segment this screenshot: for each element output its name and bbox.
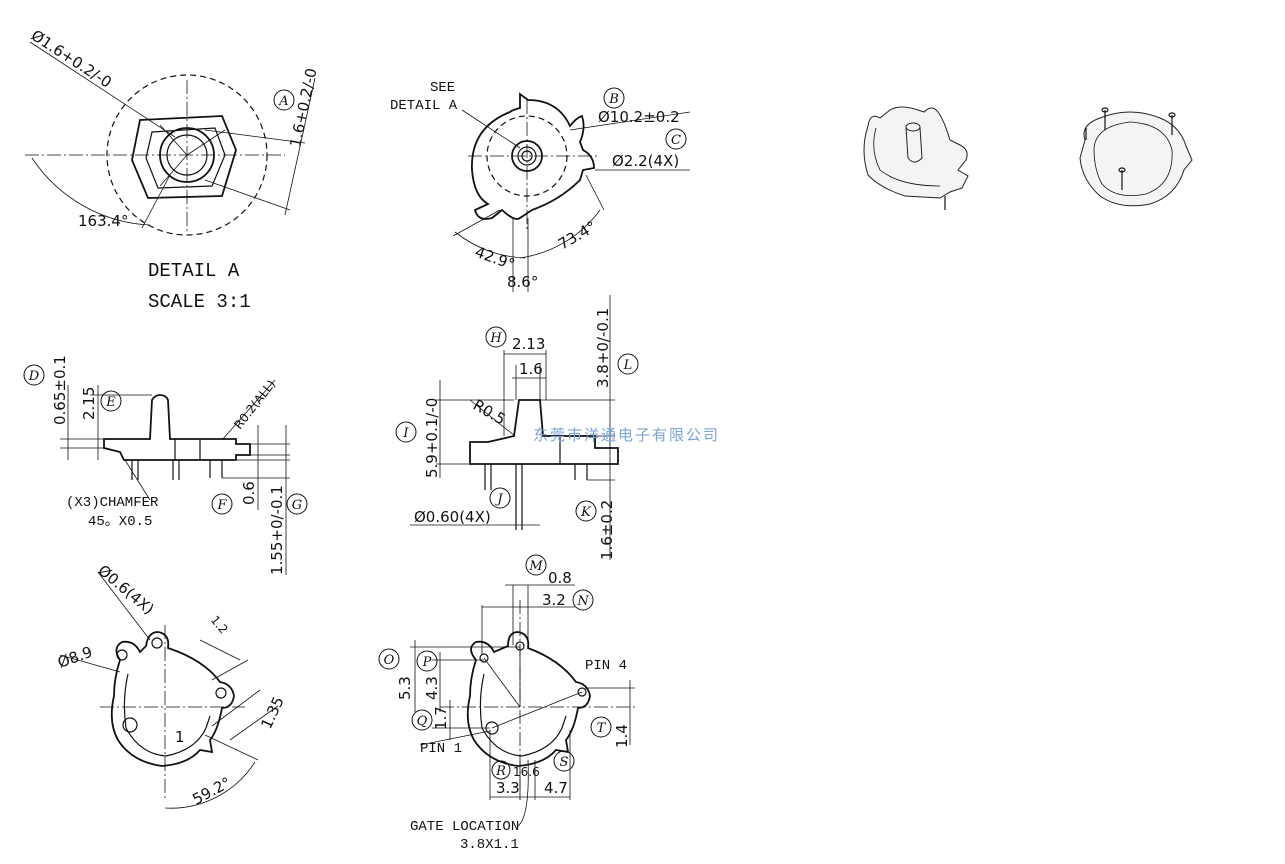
callout-m: M bbox=[528, 559, 543, 574]
callout-d: D bbox=[28, 369, 40, 384]
dim-s: 4.7 bbox=[544, 779, 568, 797]
dim-pin-left: Ø0.6(4X) bbox=[94, 561, 157, 618]
gate-size-label: 3.8X1.1 bbox=[460, 837, 519, 853]
detail-a-angle: 163.4° bbox=[78, 212, 128, 230]
dim-c: Ø2.2(4X) bbox=[612, 152, 679, 170]
dim-1-2: 1.2 bbox=[208, 613, 231, 637]
dim-k: 1.6±0.2 bbox=[598, 500, 616, 560]
dim-h: 2.13 bbox=[512, 335, 545, 353]
callout-r: R bbox=[495, 764, 506, 779]
angle-2: 73.4° bbox=[555, 217, 599, 253]
radius-right: R0.5 bbox=[470, 396, 509, 429]
detail-a-length-dim: 1.6+0.2/-0 bbox=[286, 67, 320, 149]
detail-a-view: Ø1.6+0.2/-0 1.6+0.2/-0 A 163.4° DETAIL A… bbox=[25, 26, 321, 313]
dim-1-left: 1 bbox=[175, 728, 185, 746]
callout-h: H bbox=[489, 331, 502, 346]
dim-r-small: 16.6 bbox=[513, 765, 540, 779]
dim-g: 1.55+0/-0.1 bbox=[268, 485, 286, 575]
callout-p: P bbox=[422, 655, 432, 670]
dim-dia-left: Ø8.9 bbox=[55, 643, 95, 672]
callout-q: Q bbox=[417, 714, 428, 729]
chamfer-label-2: 45。X0.5 bbox=[88, 514, 152, 530]
pin4-label: PIN 4 bbox=[585, 658, 627, 674]
side-view-left: 0.65±0.1 2.15 D E R0.2(ALL) 0.6 1.55+0/-… bbox=[23, 355, 308, 575]
dim-l: 3.8+0/-0.1 bbox=[594, 308, 612, 388]
bottom-left-view: Ø0.6(4X) Ø8.9 1.2 1.35 1 59.2° bbox=[55, 561, 288, 809]
dim-h2: 1.6 bbox=[519, 360, 543, 378]
dim-p: 4.3 bbox=[423, 676, 441, 700]
dim-d: 0.65±0.1 bbox=[51, 355, 69, 425]
callout-c: C bbox=[671, 133, 681, 148]
callout-g: G bbox=[292, 498, 302, 513]
chamfer-label-1: (X3)CHAMFER bbox=[66, 495, 159, 511]
detail-a-scale: SCALE 3:1 bbox=[148, 291, 251, 313]
detail-a-dia-dim: Ø1.6+0.2/-0 bbox=[28, 26, 115, 91]
dim-q: 1.7 bbox=[432, 706, 450, 730]
angle-left: 59.2° bbox=[189, 773, 234, 808]
bottom-right-view: M 0.8 3.2 N O P 5.3 4.3 Q 1.7 PIN 1 PIN … bbox=[378, 554, 635, 853]
dim-o: 5.3 bbox=[396, 676, 414, 700]
dim-b: Ø10.2±0.2 bbox=[598, 108, 680, 126]
callout-j: J bbox=[494, 492, 503, 507]
dim-t: 1.4 bbox=[613, 724, 631, 748]
callout-k: K bbox=[580, 505, 592, 520]
radius-left: R0.2(ALL) bbox=[231, 377, 278, 432]
callout-t: T bbox=[597, 721, 607, 736]
dim-i: 5.9+0.1/-0 bbox=[423, 398, 441, 478]
dim-f: 0.6 bbox=[240, 481, 258, 505]
dim-r: 3.3 bbox=[496, 779, 520, 797]
pin1-label: PIN 1 bbox=[420, 741, 462, 757]
dim-e: 2.15 bbox=[80, 387, 98, 420]
isometric-view-1 bbox=[863, 106, 969, 210]
callout-i: I bbox=[402, 426, 409, 441]
callout-b: B bbox=[608, 92, 619, 107]
top-view: SEE DETAIL A B Ø10.2±0.2 C Ø2.2(4X) 42.9… bbox=[390, 80, 691, 292]
watermark-text: 东莞市洋通电子有限公司 bbox=[533, 426, 720, 444]
side-view-right: H 2.13 1.6 3.8+0/-0.1 L R0.5 5.9+0.1/-0 … bbox=[395, 295, 639, 560]
callout-f: F bbox=[216, 498, 227, 513]
isometric-view-2 bbox=[1079, 107, 1193, 207]
callout-l: L bbox=[623, 358, 633, 373]
callout-n: N bbox=[576, 594, 589, 609]
dim-1-35: 1.35 bbox=[257, 694, 287, 732]
dim-m: 0.8 bbox=[548, 569, 572, 587]
callout-e: E bbox=[105, 395, 116, 410]
angle-3: 8.6° bbox=[507, 273, 538, 291]
callout-s: S bbox=[560, 755, 569, 770]
callout-a: A bbox=[278, 94, 288, 109]
dim-n: 3.2 bbox=[542, 591, 566, 609]
see-detail-label: SEE bbox=[430, 80, 455, 96]
angle-1: 42.9° bbox=[473, 243, 518, 274]
detail-a-title: DETAIL A bbox=[148, 260, 240, 282]
see-detail-a-label: DETAIL A bbox=[390, 98, 458, 114]
callout-o: O bbox=[384, 653, 395, 668]
gate-location-label: GATE LOCATION bbox=[410, 819, 519, 835]
dim-j: Ø0.60(4X) bbox=[414, 508, 491, 526]
